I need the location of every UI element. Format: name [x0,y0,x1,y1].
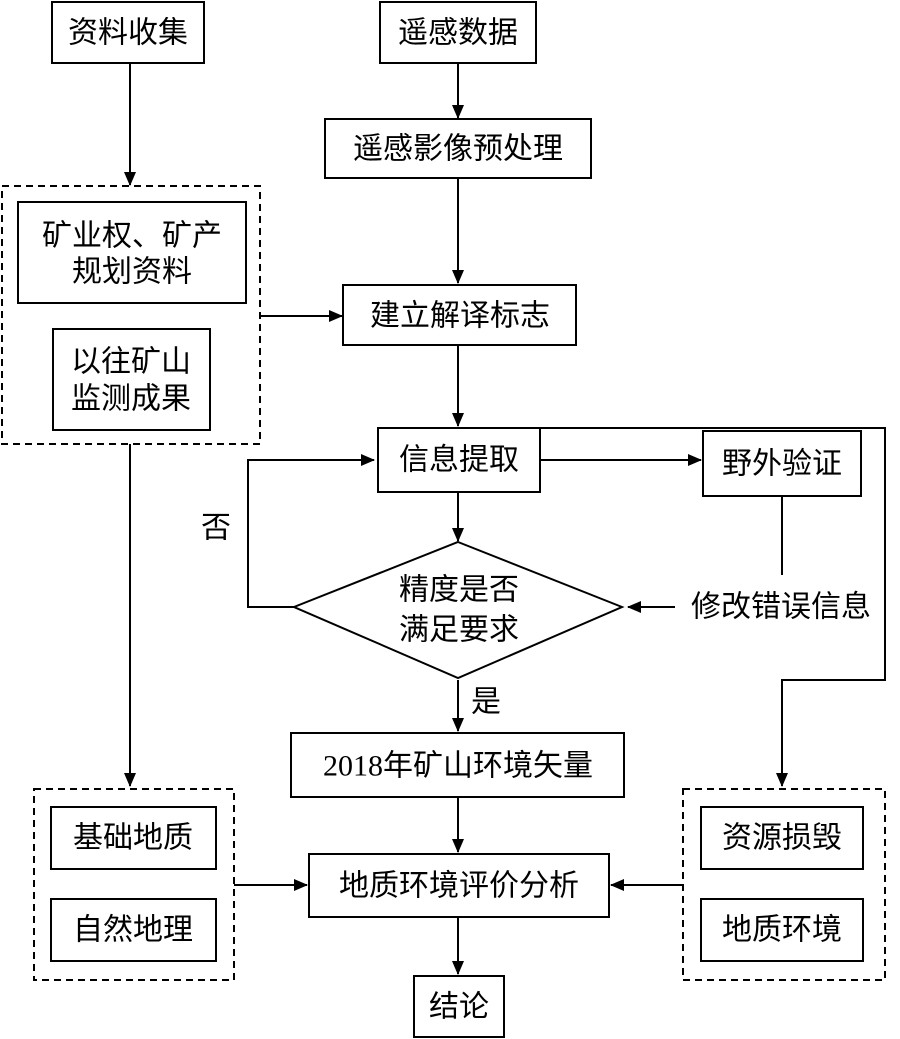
background-factors-group [33,788,235,981]
edge-no-loop [247,454,375,608]
data-collection-box: 资料收集 [51,1,205,64]
decision-label-line2: 满足要求 [399,613,519,648]
resource-damage-label: 资源损毁 [722,821,842,856]
geo-environment-box: 地质环境 [700,898,864,962]
mining-rights-box: 矿业权、矿产 规划资料 [17,201,247,304]
yes-label: 是 [471,685,501,720]
preprocess-label: 遥感影像预处理 [353,132,563,167]
remote-data-box: 遥感数据 [379,1,537,64]
extraction-box: 信息提取 [377,427,541,493]
basic-geology-label: 基础地质 [73,821,193,856]
mining-rights-label-line1: 矿业权、矿产 [42,219,222,254]
analysis-label: 地质环境评价分析 [339,869,579,904]
decision-diamond [291,540,625,680]
preprocess-box: 遥感影像预处理 [324,118,592,179]
conclusion-box: 结论 [413,975,505,1038]
natural-geography-label: 自然地理 [73,913,193,948]
previous-monitoring-label-line1: 以往矿山 [71,345,191,380]
geo-environment-label: 地质环境 [722,913,842,948]
resource-damage-box: 资源损毁 [700,806,864,870]
remote-data-label: 遥感数据 [398,16,518,51]
mining-rights-label-line2: 规划资料 [72,255,192,290]
no-label: 否 [201,511,231,546]
basic-geology-box: 基础地质 [50,806,217,870]
previous-monitoring-label-line2: 监测成果 [71,382,191,417]
interpretation-box: 建立解译标志 [342,284,577,346]
vector-box: 2018年矿山环境矢量 [290,732,625,798]
edge-extract-to-results [540,427,886,787]
interpretation-label: 建立解译标志 [370,299,550,334]
extraction-label: 信息提取 [399,443,519,478]
field-verification-box: 野外验证 [702,430,862,497]
modify-info-label: 修改错误信息 [691,590,871,625]
data-collection-label: 资料收集 [68,16,188,51]
field-verification-label: 野外验证 [722,447,842,482]
analysis-box: 地质环境评价分析 [308,853,610,918]
natural-geography-box: 自然地理 [50,898,217,962]
previous-monitoring-box: 以往矿山 监测成果 [52,328,211,431]
conclusion-label: 结论 [429,990,489,1025]
decision-label-line1: 精度是否 [399,573,519,608]
vector-label: 2018年矿山环境矢量 [323,750,593,783]
